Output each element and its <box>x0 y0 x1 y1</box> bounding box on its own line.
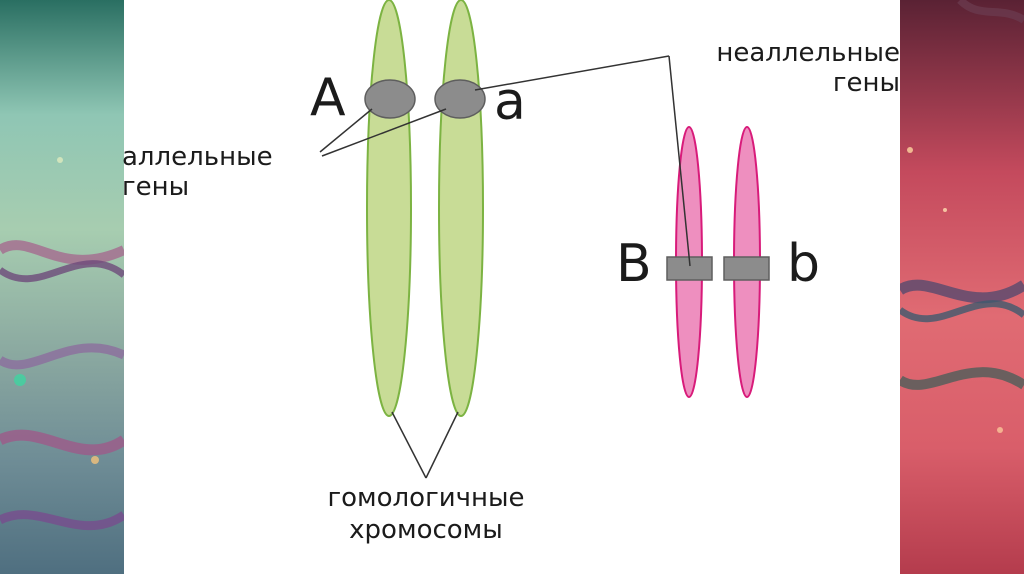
label-gene-B: B <box>616 234 652 294</box>
label-gene-b: b <box>787 234 821 294</box>
right-dna-strands <box>900 0 1024 433</box>
label-allele-a: a <box>494 72 526 132</box>
label-allelic-genes-line1: аллельные <box>122 142 273 172</box>
chromosome-diagram: A a B b аллельные гены неаллельные гены … <box>122 0 900 574</box>
leader-line-nonallelic-1 <box>474 55 670 91</box>
label-nonallelic-genes-line2: гены <box>832 68 900 98</box>
leader-line-nonallelic-2 <box>668 55 691 267</box>
label-homologous-line1: гомологичные <box>327 483 525 513</box>
gene-marker-A <box>364 79 416 119</box>
label-allelic-genes-line2: гены <box>122 172 190 202</box>
gene-marker-b <box>723 256 770 281</box>
left-dna-strands <box>0 157 124 531</box>
leader-line-allelic-2 <box>321 108 447 157</box>
diagram-shapes <box>319 0 770 479</box>
green-chromosome-left <box>366 0 412 417</box>
green-chromosome-right <box>438 0 484 417</box>
label-nonallelic-genes-line1: неаллельные <box>716 38 900 68</box>
leader-line-homologous-1 <box>391 411 427 479</box>
leader-line-homologous-2 <box>425 411 459 479</box>
label-allele-A: A <box>310 68 346 128</box>
leader-line-allelic-1 <box>319 108 373 153</box>
left-dna-background <box>0 0 124 574</box>
gene-marker-a <box>434 79 486 119</box>
right-dna-background <box>900 0 1024 574</box>
label-homologous-line2: хромосомы <box>349 515 503 545</box>
